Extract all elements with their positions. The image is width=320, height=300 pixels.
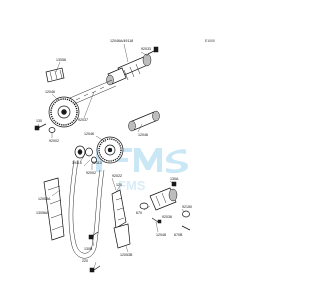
- label-92037: 92037: [78, 118, 88, 122]
- label-130b: 130B: [84, 247, 93, 251]
- upper-bolt-part: [147, 46, 159, 55]
- label-13056a: 13056A: [36, 211, 49, 215]
- label-92036: 92036: [162, 215, 172, 219]
- cam-sprocket-lower-part: [96, 136, 124, 164]
- upper-chain-guide-part: [45, 67, 65, 83]
- bottom-bolt-part: [88, 231, 101, 273]
- part-labels: 12046A/49118 92033 13056 12046 92037 130…: [36, 39, 192, 263]
- idler-stack-part: [74, 145, 97, 164]
- label-120: 120: [116, 183, 122, 187]
- upper-camshaft-part: [106, 53, 152, 86]
- label-92002-lower: 92002: [86, 171, 96, 175]
- diagram-reference-code: E1000: [205, 39, 215, 43]
- washer-92002-part: [48, 127, 56, 133]
- label-92022: 92022: [112, 174, 122, 178]
- label-13056: 13056: [56, 58, 66, 62]
- chain-tensioner-guide-part: [111, 189, 131, 249]
- label-670b: 670B: [174, 233, 183, 237]
- label-12046-right: 12046: [138, 133, 148, 137]
- label-13053b: 12053B: [120, 253, 133, 257]
- leader-lines: [37, 43, 185, 269]
- label-92110: 92110: [92, 161, 102, 165]
- label-220: 220: [82, 259, 88, 263]
- chain-guide-left-part: [43, 177, 65, 241]
- parts-diagram: FMS E1000: [34, 39, 215, 273]
- tensioner-bolt-part: [151, 217, 191, 231]
- label-92150: 92150: [182, 205, 192, 209]
- label-92002-left: 92002: [49, 139, 59, 143]
- label-130: 130: [36, 119, 42, 123]
- label-12046-top: 12046: [45, 90, 55, 94]
- middle-shaft-part: [128, 110, 160, 132]
- label-92033: 92033: [141, 47, 151, 51]
- label-670: 670: [136, 211, 142, 215]
- label-13053a: 12053A: [38, 197, 51, 201]
- label-12046a-49118: 12046A/49118: [110, 39, 133, 43]
- watermark-text: FMS: [118, 178, 146, 193]
- label-12048: 12048: [156, 233, 166, 237]
- cam-sprocket-upper-part: [48, 96, 80, 128]
- label-12046-mid: 12046: [84, 132, 94, 136]
- label-130a: 130A: [170, 177, 179, 181]
- timing-chain-part: [68, 159, 105, 259]
- timing-chain-upper-part: [69, 79, 117, 105]
- tensioner-body-part: [139, 181, 190, 218]
- bolt-130-part: [34, 123, 47, 131]
- label-39115: 39115: [72, 161, 82, 165]
